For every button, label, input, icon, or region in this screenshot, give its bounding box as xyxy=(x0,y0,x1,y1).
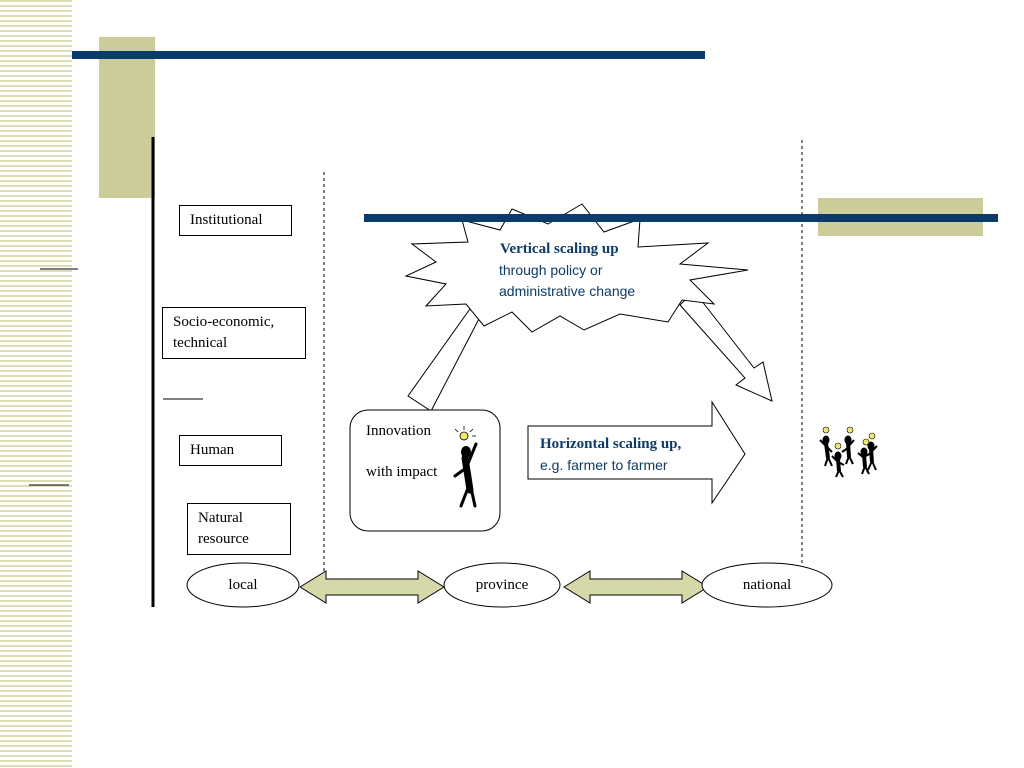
level-human-label: Human xyxy=(190,442,235,458)
khaki-block-left xyxy=(99,37,155,198)
oval-local xyxy=(186,562,300,608)
innovation-line1: Innovation xyxy=(366,423,431,439)
scale-national: national xyxy=(742,577,792,593)
horizontal-arrow xyxy=(527,400,746,505)
scale-local: local xyxy=(228,577,258,593)
down-arrow xyxy=(679,290,773,402)
double-arrow-province-national xyxy=(563,570,709,604)
level-natural-resource: Natural resource xyxy=(187,503,291,555)
scale-province: province xyxy=(475,577,529,593)
vertical-line2: through policy or xyxy=(499,262,603,278)
oval-national xyxy=(701,562,833,608)
oval-province xyxy=(443,562,561,608)
innovator-figure-icon xyxy=(453,426,478,508)
striped-margin xyxy=(0,0,72,768)
level-human: Human xyxy=(179,435,282,466)
level-institutional: Institutional xyxy=(179,205,292,236)
level-natural-resource-label: Natural resource xyxy=(198,510,249,547)
horizontal-line2: e.g. farmer to farmer xyxy=(540,457,668,473)
vertical-line3: administrative change xyxy=(499,283,636,299)
navy-bar-mid xyxy=(364,214,998,222)
level-socio-economic-label: Socio-economic, technical xyxy=(173,314,275,351)
level-socio-economic: Socio-economic, technical xyxy=(162,307,306,359)
innovation-line2: with impact xyxy=(366,464,438,480)
level-institutional-label: Institutional xyxy=(190,212,263,228)
vertical-starburst xyxy=(404,203,749,333)
double-arrow-local-province xyxy=(299,570,445,604)
farmer-group-icon xyxy=(819,426,878,478)
vertical-title: Vertical scaling up xyxy=(500,241,619,257)
navy-bar-top xyxy=(72,51,705,59)
horizontal-title: Horizontal scaling up, xyxy=(540,436,682,452)
